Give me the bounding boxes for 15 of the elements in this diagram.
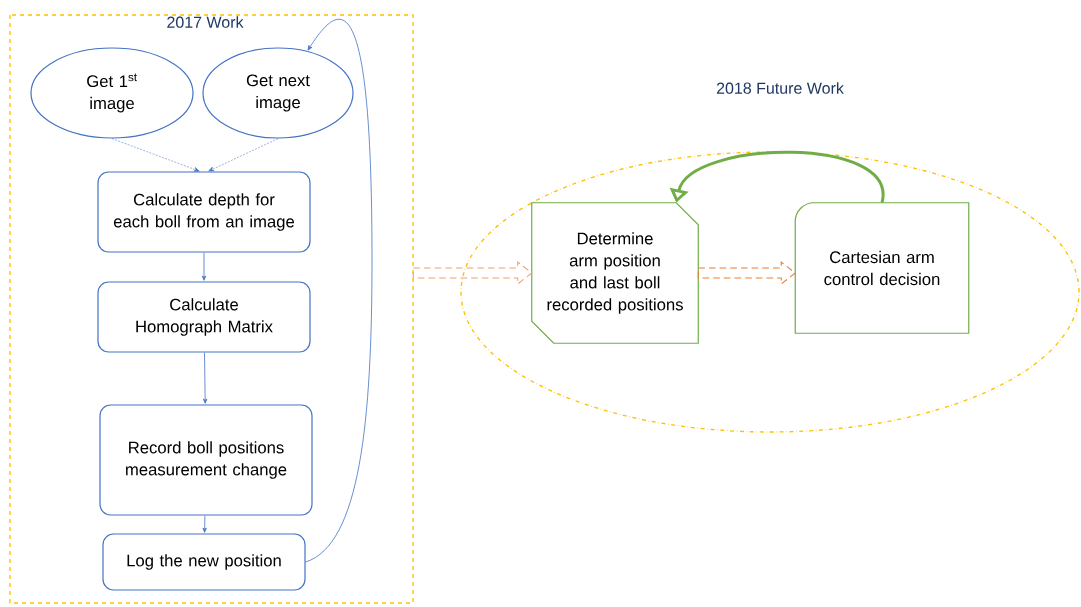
block-arrow bbox=[412, 260, 533, 286]
arrow bbox=[305, 18, 373, 563]
process-box: Determine arm position and last boll recorded positions bbox=[531, 202, 699, 344]
arrow bbox=[202, 515, 207, 533]
process-box: Cartesian arm control decision bbox=[794, 202, 970, 334]
arrow bbox=[208, 138, 279, 172]
block-arrow bbox=[697, 260, 797, 286]
arrow bbox=[201, 252, 207, 281]
process-box: Calculate Homograph Matrix bbox=[97, 281, 311, 353]
arrow bbox=[203, 352, 208, 404]
process-box: Log the new position bbox=[102, 533, 306, 591]
process-box: Calculate depth for each boll from an image bbox=[97, 171, 311, 253]
arrow bbox=[111, 138, 200, 172]
node-label: 2018 Future Work bbox=[716, 82, 844, 94]
process-box: Record boll positions measurement change bbox=[99, 404, 313, 516]
